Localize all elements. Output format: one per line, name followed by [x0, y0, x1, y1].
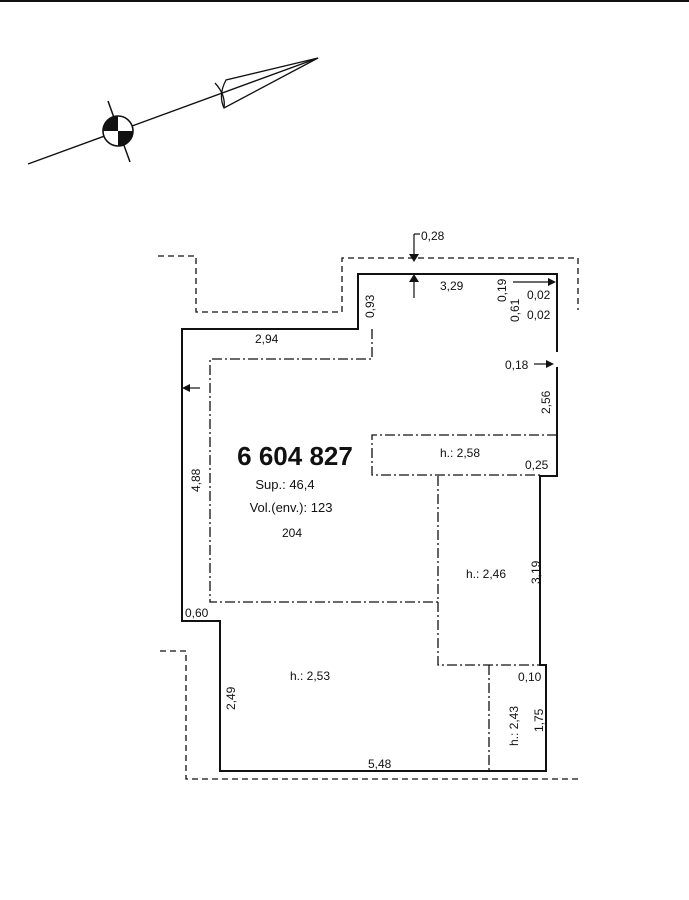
- plan-code: 204: [282, 526, 302, 540]
- neighbor-boundary-bottom: [160, 650, 580, 780]
- plan-identifier: 6 604 827: [237, 441, 353, 471]
- outer-wall: [181, 273, 558, 772]
- inner-outline-upper-right: [371, 434, 557, 476]
- dim-010: 0,10: [518, 670, 542, 684]
- dim-025: 0,25: [525, 458, 549, 472]
- dim-294: 2,94: [255, 332, 279, 346]
- dim-548: 5,48: [368, 757, 392, 771]
- dim-028: 0,28: [421, 229, 445, 243]
- dimension-markers: [182, 233, 556, 392]
- dim-256: 2,56: [539, 390, 553, 414]
- dim-061: 0,61: [508, 298, 522, 322]
- height-label-bottom: h.: 2,53: [290, 669, 330, 683]
- surface-label: Sup.: 46,4: [255, 477, 314, 492]
- dim-002b: 0,02: [527, 308, 551, 322]
- volume-label: Vol.(env.): 123: [250, 500, 333, 515]
- height-label-middle-right: h.: 2,46: [466, 567, 506, 581]
- inner-outline-middle-right: [437, 476, 540, 666]
- dim-002a: 0,02: [527, 288, 551, 302]
- height-label-bottom-small: h.: 2,43: [507, 706, 521, 746]
- dim-018: 0,18: [505, 358, 529, 372]
- neighbor-boundary-top: [158, 255, 579, 313]
- dim-488: 4,88: [189, 468, 203, 492]
- dim-175: 1,75: [532, 708, 546, 732]
- dim-093: 0,93: [363, 294, 377, 318]
- dim-249: 2,49: [224, 686, 238, 710]
- dim-319: 3,19: [529, 560, 543, 584]
- dim-060: 0,60: [185, 606, 209, 620]
- dim-019: 0,19: [495, 278, 509, 302]
- dim-329: 3,29: [440, 279, 464, 293]
- north-arrow-icon: [27, 57, 319, 165]
- inner-outline-main: [209, 329, 440, 603]
- height-label-upper-right: h.: 2,58: [440, 446, 480, 460]
